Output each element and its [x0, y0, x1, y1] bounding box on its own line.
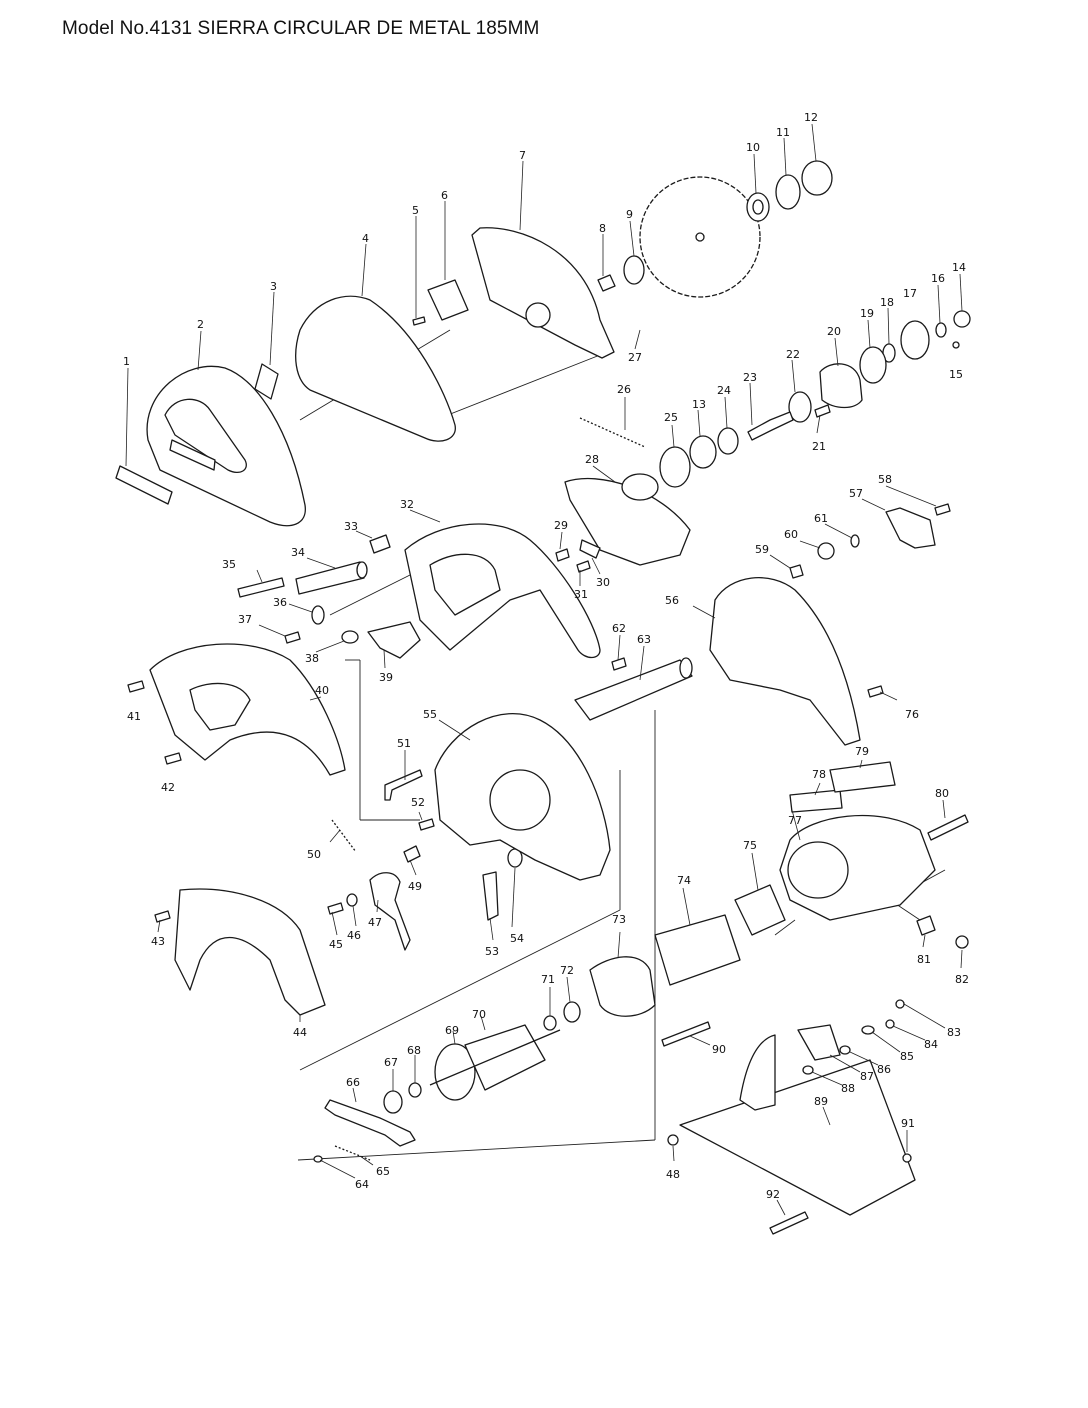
part-number-6: 6: [441, 189, 448, 202]
part-number-63: 63: [637, 633, 651, 646]
part-number-22: 22: [786, 348, 800, 361]
part-number-9: 9: [626, 208, 633, 221]
part-number-2: 2: [197, 318, 204, 331]
part-number-67: 67: [384, 1056, 398, 1069]
part-number-24: 24: [717, 384, 731, 397]
part-number-18: 18: [880, 296, 894, 309]
part-number-81: 81: [917, 953, 931, 966]
part-number-85: 85: [900, 1050, 914, 1063]
part-number-46: 46: [347, 929, 361, 942]
part-shapes: [115, 160, 971, 1235]
part-number-32: 32: [400, 498, 414, 511]
part-number-44: 44: [293, 1026, 307, 1039]
part-number-8: 8: [599, 222, 606, 235]
part-number-87: 87: [860, 1070, 874, 1083]
part-number-20: 20: [827, 325, 841, 338]
part-number-60: 60: [784, 528, 798, 541]
part-number-12: 12: [804, 111, 818, 124]
part-number-40: 40: [315, 684, 329, 697]
part-number-77: 77: [788, 814, 802, 827]
part-number-50: 50: [307, 848, 321, 861]
part-number-31: 31: [574, 588, 588, 601]
part-number-57: 57: [849, 487, 863, 500]
part-number-labels: 1 2 3 4 5 6 7 8 9 10 11 12 13 14 15 16 1…: [123, 111, 969, 1201]
part-number-68: 68: [407, 1044, 421, 1057]
part-number-84: 84: [924, 1038, 938, 1051]
part-number-88: 88: [841, 1082, 855, 1095]
part-number-69: 69: [445, 1024, 459, 1037]
diagram-title: Model No.4131 SIERRA CIRCULAR DE METAL 1…: [62, 18, 540, 39]
part-number-86: 86: [877, 1063, 891, 1076]
part-number-70: 70: [472, 1008, 486, 1021]
part-number-62: 62: [612, 622, 626, 635]
part-number-25: 25: [664, 411, 678, 424]
part-number-71: 71: [541, 973, 555, 986]
part-number-10: 10: [746, 141, 760, 154]
part-number-52: 52: [411, 796, 425, 809]
part-number-29: 29: [554, 519, 568, 532]
part-number-35: 35: [222, 558, 236, 571]
part-number-7: 7: [519, 149, 526, 162]
part-number-43: 43: [151, 935, 165, 948]
part-number-13: 13: [692, 398, 706, 411]
part-number-49: 49: [408, 880, 422, 893]
part-number-54: 54: [510, 932, 524, 945]
part-number-1: 1: [123, 355, 130, 368]
part-number-47: 47: [368, 916, 382, 929]
part-number-53: 53: [485, 945, 499, 958]
part-number-5: 5: [412, 204, 419, 217]
part-number-3: 3: [270, 280, 277, 293]
part-number-66: 66: [346, 1076, 360, 1089]
part-number-41: 41: [127, 710, 141, 723]
part-number-65: 65: [376, 1165, 390, 1178]
part-number-92: 92: [766, 1188, 780, 1201]
part-number-34: 34: [291, 546, 305, 559]
part-number-82: 82: [955, 973, 969, 986]
part-number-21: 21: [812, 440, 826, 453]
part-number-27: 27: [628, 351, 642, 364]
part-number-19: 19: [860, 307, 874, 320]
part-number-91: 91: [901, 1117, 915, 1130]
part-number-30: 30: [596, 576, 610, 589]
part-number-23: 23: [743, 371, 757, 384]
part-number-17: 17: [903, 287, 917, 300]
part-number-80: 80: [935, 787, 949, 800]
part-number-61: 61: [814, 512, 828, 525]
part-number-45: 45: [329, 938, 343, 951]
part-number-51: 51: [397, 737, 411, 750]
part-number-38: 38: [305, 652, 319, 665]
part-number-59: 59: [755, 543, 769, 556]
part-number-72: 72: [560, 964, 574, 977]
part-number-15: 15: [949, 368, 963, 381]
part-number-26: 26: [617, 383, 631, 396]
part-number-83: 83: [947, 1026, 961, 1039]
part-number-90: 90: [712, 1043, 726, 1056]
part-number-28: 28: [585, 453, 599, 466]
part-number-33: 33: [344, 520, 358, 533]
part-number-75: 75: [743, 839, 757, 852]
part-number-76: 76: [905, 708, 919, 721]
part-number-78: 78: [812, 768, 826, 781]
part-number-16: 16: [931, 272, 945, 285]
part-number-39: 39: [379, 671, 393, 684]
part-number-37: 37: [238, 613, 252, 626]
part-number-73: 73: [612, 913, 626, 926]
part-number-4: 4: [362, 232, 369, 245]
part-number-36: 36: [273, 596, 287, 609]
part-number-55: 55: [423, 708, 437, 721]
part-number-74: 74: [677, 874, 691, 887]
part-number-58: 58: [878, 473, 892, 486]
part-number-56: 56: [665, 594, 679, 607]
part-number-11: 11: [776, 126, 790, 139]
part-number-48: 48: [666, 1168, 680, 1181]
part-number-42: 42: [161, 781, 175, 794]
part-number-14: 14: [952, 261, 966, 274]
part-number-89: 89: [814, 1095, 828, 1108]
part-number-79: 79: [855, 745, 869, 758]
part-number-64: 64: [355, 1178, 369, 1191]
leader-lines: [125, 123, 963, 1216]
